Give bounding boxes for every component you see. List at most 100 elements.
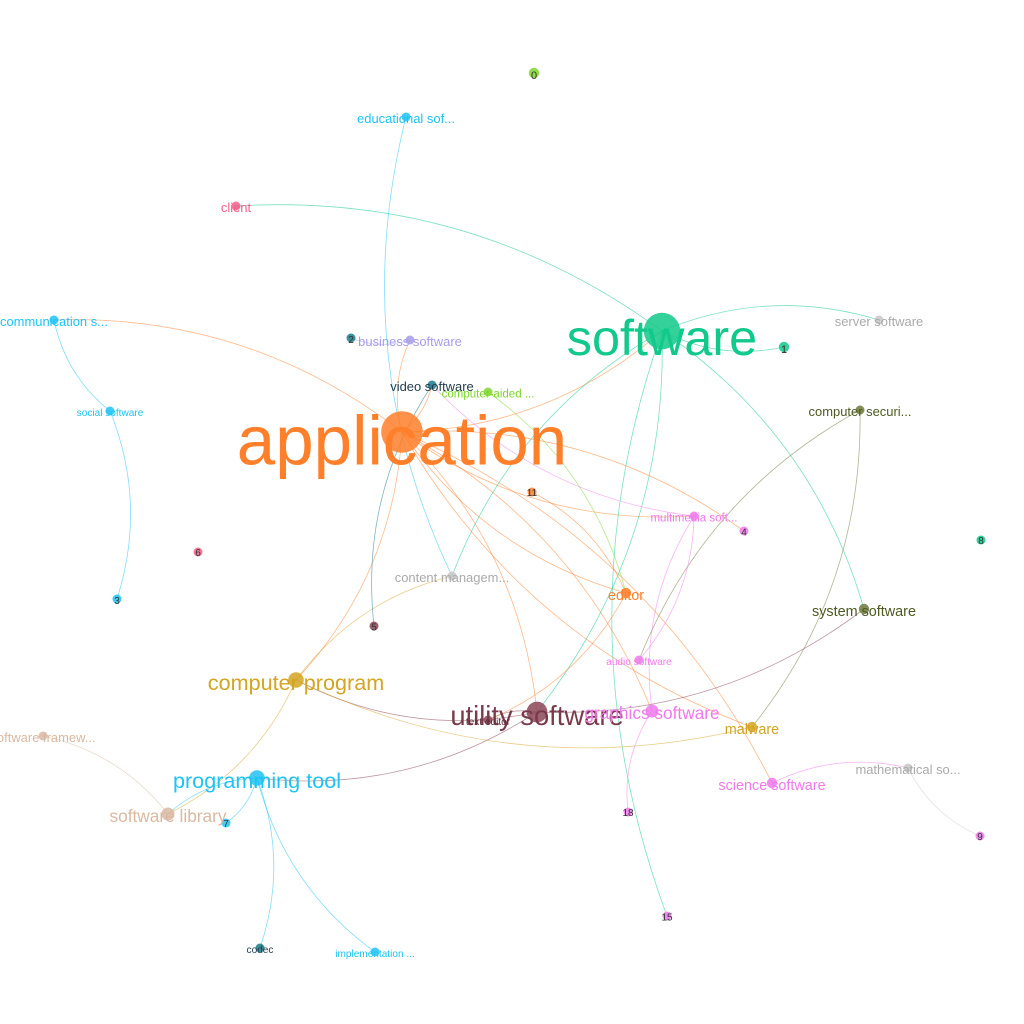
- edge-software-client: [235, 204, 663, 332]
- edge-computer-security-audio-software: [638, 409, 861, 661]
- node-educational-software[interactable]: [401, 112, 411, 122]
- edge-application-graphics-software: [401, 431, 653, 712]
- label-social-software: social software: [77, 408, 144, 419]
- label-n4: 4: [741, 527, 747, 538]
- label-n0: 0: [531, 70, 537, 82]
- node-n1[interactable]: [778, 341, 790, 353]
- label-software-library: software library: [109, 806, 226, 826]
- node-software-framework[interactable]: [38, 731, 48, 741]
- node-n5[interactable]: [369, 621, 379, 631]
- node-editor[interactable]: [620, 587, 632, 599]
- node-codec[interactable]: [255, 943, 265, 953]
- node-computer-program[interactable]: [288, 672, 304, 688]
- node-computer-security[interactable]: [855, 405, 865, 415]
- edge-application-malware: [401, 431, 753, 728]
- label-text-editor: text editor: [466, 717, 511, 728]
- node-application[interactable]: [381, 411, 423, 453]
- label-n15: 15: [661, 912, 673, 923]
- label-n11: 11: [527, 488, 538, 499]
- edge-computer-program-software-library: [167, 679, 297, 815]
- edge-educational-software-content-management: [384, 116, 453, 577]
- node-utility-software[interactable]: [526, 701, 548, 723]
- graph-nodes: [38, 67, 986, 957]
- edge-editor-n11: [531, 491, 627, 594]
- node-n15[interactable]: [662, 911, 672, 921]
- node-n11[interactable]: [527, 487, 537, 497]
- label-n18: 18: [622, 808, 634, 819]
- edge-programming-tool-software-library: [167, 777, 258, 815]
- edge-application-n4: [401, 430, 745, 532]
- node-multimedia-software[interactable]: [689, 511, 699, 521]
- label-computer-program: computer program: [208, 670, 384, 695]
- edge-video-software-n5: [371, 384, 433, 627]
- label-application: application: [237, 402, 567, 480]
- label-multimedia-software: multimedia soft...: [650, 512, 737, 524]
- label-graphics-software: graphics software: [584, 703, 719, 723]
- node-n4[interactable]: [739, 526, 749, 536]
- node-science-software[interactable]: [766, 777, 778, 789]
- node-software-library[interactable]: [161, 807, 175, 821]
- label-codec: codec: [247, 945, 274, 956]
- node-social-software[interactable]: [105, 406, 115, 416]
- edge-programming-tool-codec: [256, 777, 275, 949]
- node-n2[interactable]: [346, 333, 356, 343]
- label-video-software: video software: [390, 379, 474, 394]
- node-programming-tool[interactable]: [249, 770, 265, 786]
- label-content-management: content managem...: [395, 570, 510, 585]
- node-software[interactable]: [643, 312, 681, 350]
- label-malware: malware: [725, 722, 779, 738]
- edge-software-library-software-framework: [42, 735, 169, 815]
- node-n0[interactable]: [528, 67, 540, 79]
- node-audio-software[interactable]: [634, 655, 644, 665]
- edge-computer-program-malware: [295, 679, 753, 749]
- edge-software-system-software: [661, 330, 865, 610]
- edge-editor-text-editor: [487, 592, 627, 721]
- edge-computer-program-content-management: [295, 575, 453, 681]
- node-business-software[interactable]: [405, 335, 415, 345]
- node-communication-software[interactable]: [49, 315, 59, 325]
- node-n6[interactable]: [193, 547, 203, 557]
- node-malware[interactable]: [746, 721, 758, 733]
- node-n9[interactable]: [975, 831, 985, 841]
- node-text-editor[interactable]: [483, 715, 493, 725]
- node-server-software[interactable]: [874, 315, 884, 325]
- label-n6: 6: [195, 548, 201, 559]
- node-content-management[interactable]: [447, 571, 457, 581]
- label-communication-software: communication s...: [0, 314, 108, 329]
- label-software-framework: software framew...: [0, 730, 96, 745]
- node-mathematical-software[interactable]: [903, 763, 913, 773]
- node-video-software[interactable]: [427, 380, 437, 390]
- node-n7[interactable]: [221, 818, 231, 828]
- node-n8[interactable]: [976, 535, 986, 545]
- label-science-software: science software: [718, 778, 825, 794]
- node-computer-aided[interactable]: [483, 387, 493, 397]
- label-n7: 7: [223, 819, 229, 830]
- edge-software-content-management: [451, 330, 663, 577]
- edge-communication-software-social-software: [53, 319, 111, 412]
- node-n3[interactable]: [112, 594, 122, 604]
- edge-software-server-software: [661, 305, 880, 332]
- label-programming-tool: programming tool: [173, 768, 341, 793]
- edge-software-utility-software: [536, 330, 663, 713]
- node-implementation[interactable]: [370, 947, 380, 957]
- node-graphics-software[interactable]: [645, 704, 659, 718]
- edge-utility-software-programming-tool: [256, 711, 538, 782]
- label-n1: 1: [781, 344, 787, 356]
- label-n9: 9: [977, 832, 983, 843]
- node-n18[interactable]: [623, 807, 633, 817]
- label-n8: 8: [978, 536, 984, 547]
- label-implementation: implementation ...: [335, 949, 415, 960]
- label-n5: 5: [371, 622, 377, 633]
- edge-application-communication-software: [53, 319, 403, 433]
- edge-software-n15: [611, 330, 668, 917]
- edge-utility-software-system-software: [536, 608, 865, 713]
- node-system-software[interactable]: [858, 603, 870, 615]
- label-mathematical-software: mathematical so...: [855, 762, 960, 777]
- node-client[interactable]: [231, 201, 241, 211]
- edge-computer-aided-editor: [487, 391, 627, 594]
- edge-computer-security-malware: [751, 409, 861, 728]
- edge-multimedia-software-graphics-software: [648, 515, 695, 712]
- edge-application-editor: [401, 431, 627, 594]
- label-n3: 3: [114, 596, 120, 607]
